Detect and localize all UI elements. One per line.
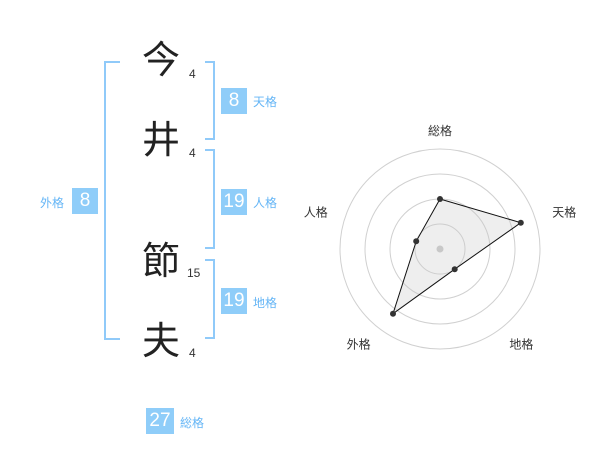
jinkaku-value-badge: 19 (221, 189, 247, 215)
name-char-3: 節 (141, 239, 180, 283)
name-char-1: 今 (141, 38, 180, 82)
radar-ring-4 (339, 148, 541, 350)
radar-axis-label-4: 外格 (347, 337, 371, 352)
radar-axis-label-1: 総格 (428, 123, 452, 138)
gaikaku-label: 外格 (40, 196, 65, 210)
chikaku-value-badge: 19 (221, 288, 247, 314)
stroke-count-2: 4 (189, 146, 196, 160)
radar-ring-3 (364, 173, 516, 325)
radar-point-4 (390, 310, 396, 317)
stroke-count-4: 4 (189, 346, 196, 360)
gaikaku-value-badge: 8 (72, 188, 98, 214)
soukaku-value-badge: 27 (146, 408, 174, 434)
radar-series-polygon (392, 198, 522, 315)
name-char-2: 井 (141, 118, 180, 162)
radar-axis-label-5: 人格 (304, 205, 328, 220)
jinkaku-label: 人格 (253, 196, 278, 210)
tenkaku-label: 天格 (253, 95, 278, 109)
stroke-count-1: 4 (189, 67, 196, 81)
radar-point-5 (413, 238, 420, 245)
soukaku-label: 総格 (180, 416, 205, 430)
radar-ring-1 (414, 223, 466, 275)
radar-axis-label-3: 地格 (509, 337, 533, 352)
chikaku-label: 地格 (253, 296, 278, 310)
name-char-4: 夫 (141, 319, 180, 363)
radar-center-dot (436, 245, 444, 253)
tenkaku-value-badge: 8 (221, 88, 247, 114)
radar-axis-label-2: 天格 (552, 205, 576, 220)
radar-point-2 (517, 219, 524, 226)
radar-point-3 (451, 266, 458, 273)
radar-point-1 (437, 196, 443, 202)
stroke-count-3: 15 (187, 266, 201, 280)
